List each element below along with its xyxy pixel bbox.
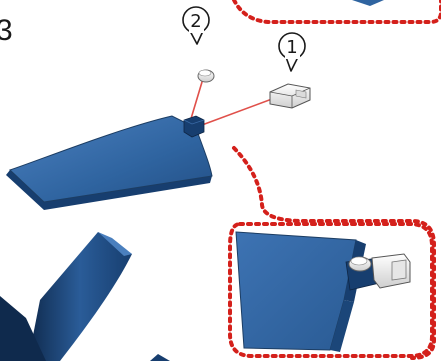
callout-1-number: 1	[286, 37, 297, 58]
callout-2: 2	[183, 0, 210, 44]
lower-fin-parts	[0, 232, 170, 361]
upper-detail-frame	[234, 0, 441, 22]
partial-step-number: 3	[0, 14, 13, 47]
fin-panel-main	[6, 116, 212, 210]
hinge-pin-icon	[198, 70, 214, 82]
leader-line-1	[202, 96, 280, 125]
pivot-bolt-icon	[270, 84, 310, 108]
callout-2-number: 2	[190, 11, 201, 32]
detail-zoom-frame-icon	[230, 224, 432, 356]
callout-1: 1	[279, 33, 305, 71]
